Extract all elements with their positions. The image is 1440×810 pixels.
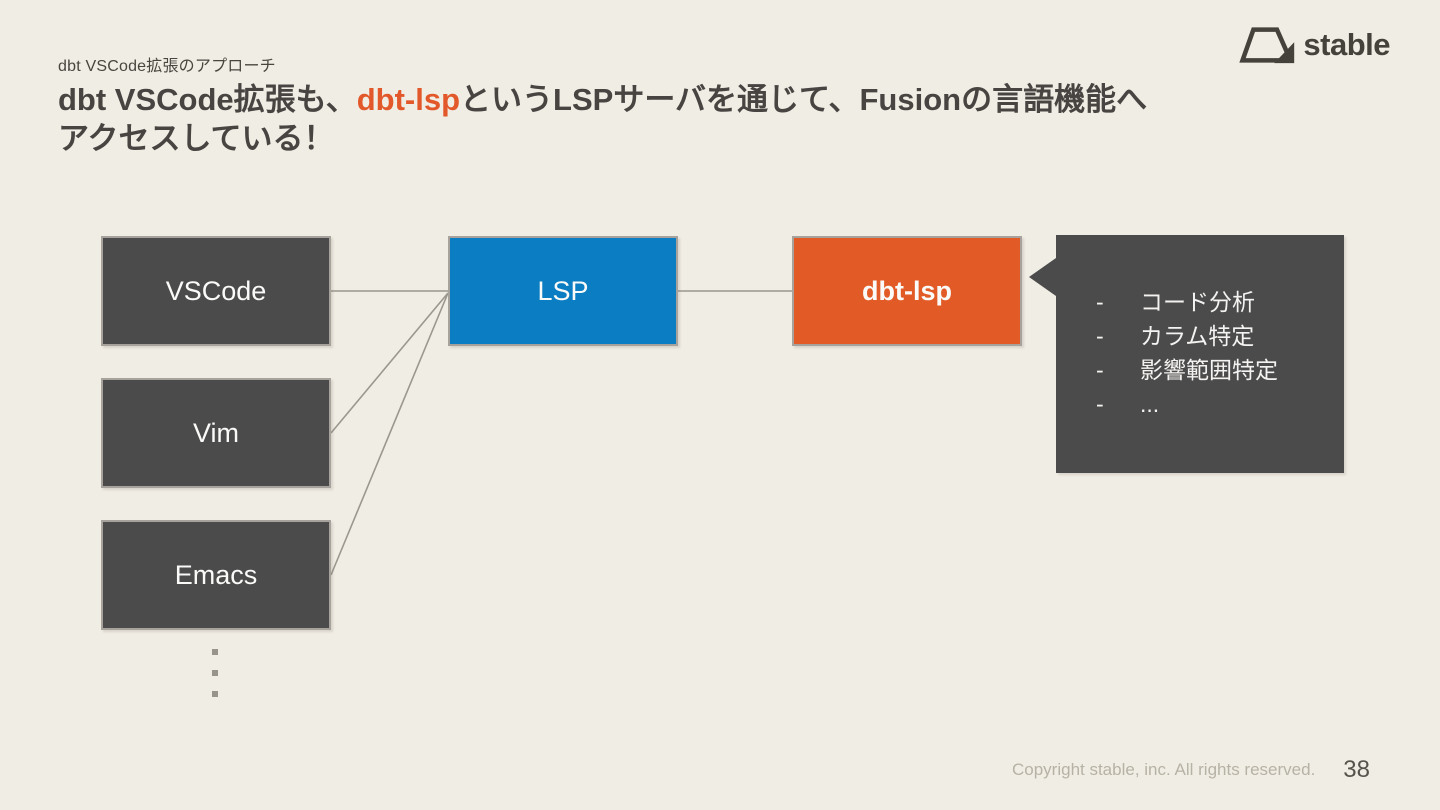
feature-item: - 影響範囲特定 — [1096, 353, 1328, 387]
feature-item-label: コード分析 — [1140, 289, 1255, 315]
ellipsis-dot — [212, 670, 218, 676]
feature-list: - コード分析 - カラム特定 - 影響範囲特定 - ... — [1056, 235, 1344, 421]
bullet-dash: - — [1096, 289, 1104, 315]
node-vscode-label: VSCode — [165, 275, 267, 306]
node-emacs: Emacs — [101, 520, 331, 630]
ellipsis-dot — [212, 691, 218, 697]
feature-item-label: カラム特定 — [1140, 323, 1255, 349]
title-line2: アクセスしている！ — [58, 121, 335, 156]
node-dbt-lsp: dbt-lsp — [792, 236, 1022, 346]
title-accent: dbt-lsp — [356, 82, 461, 117]
edge-emacs-lsp — [330, 292, 449, 576]
stable-trapezoid-icon — [1238, 24, 1296, 66]
node-vim: Vim — [101, 378, 331, 488]
bullet-dash: - — [1096, 357, 1104, 383]
bullet-dash: - — [1096, 323, 1104, 349]
node-emacs-label: Emacs — [174, 559, 258, 590]
title-text-post: というLSPサーバを通じて、Fusionの言語機能へ — [460, 82, 1148, 117]
callout-arrow-left-icon — [1029, 258, 1056, 296]
slide-kicker: dbt VSCode拡張のアプローチ — [58, 58, 276, 75]
edge-vim-lsp — [330, 292, 449, 434]
node-vscode: VSCode — [101, 236, 331, 346]
slide-footer: Copyright stable, inc. All rights reserv… — [1012, 756, 1370, 784]
dbt-lsp-features-callout: - コード分析 - カラム特定 - 影響範囲特定 - ... — [1029, 235, 1344, 473]
slide-title: dbt VSCode拡張も、dbt-lspというLSPサーバを通じて、Fusio… — [58, 80, 1318, 158]
feature-item: - ... — [1096, 387, 1328, 421]
more-editors-ellipsis — [212, 649, 218, 712]
feature-item: - カラム特定 — [1096, 319, 1328, 353]
feature-item: - コード分析 — [1096, 285, 1328, 319]
page-number: 38 — [1343, 756, 1370, 783]
stable-logo: stable — [1238, 24, 1390, 66]
node-dbt-lsp-label: dbt-lsp — [862, 275, 952, 306]
node-lsp: LSP — [448, 236, 678, 346]
ellipsis-dot — [212, 649, 218, 655]
node-lsp-label: LSP — [537, 275, 589, 306]
feature-item-label: 影響範囲特定 — [1140, 357, 1278, 383]
bullet-dash: - — [1096, 391, 1104, 417]
title-text-pre: dbt VSCode拡張も、 — [58, 82, 357, 117]
feature-item-label: ... — [1140, 391, 1160, 417]
logo-wordmark: stable — [1303, 27, 1390, 62]
node-vim-label: Vim — [192, 417, 239, 448]
copyright-text: Copyright stable, inc. All rights reserv… — [1011, 760, 1316, 779]
